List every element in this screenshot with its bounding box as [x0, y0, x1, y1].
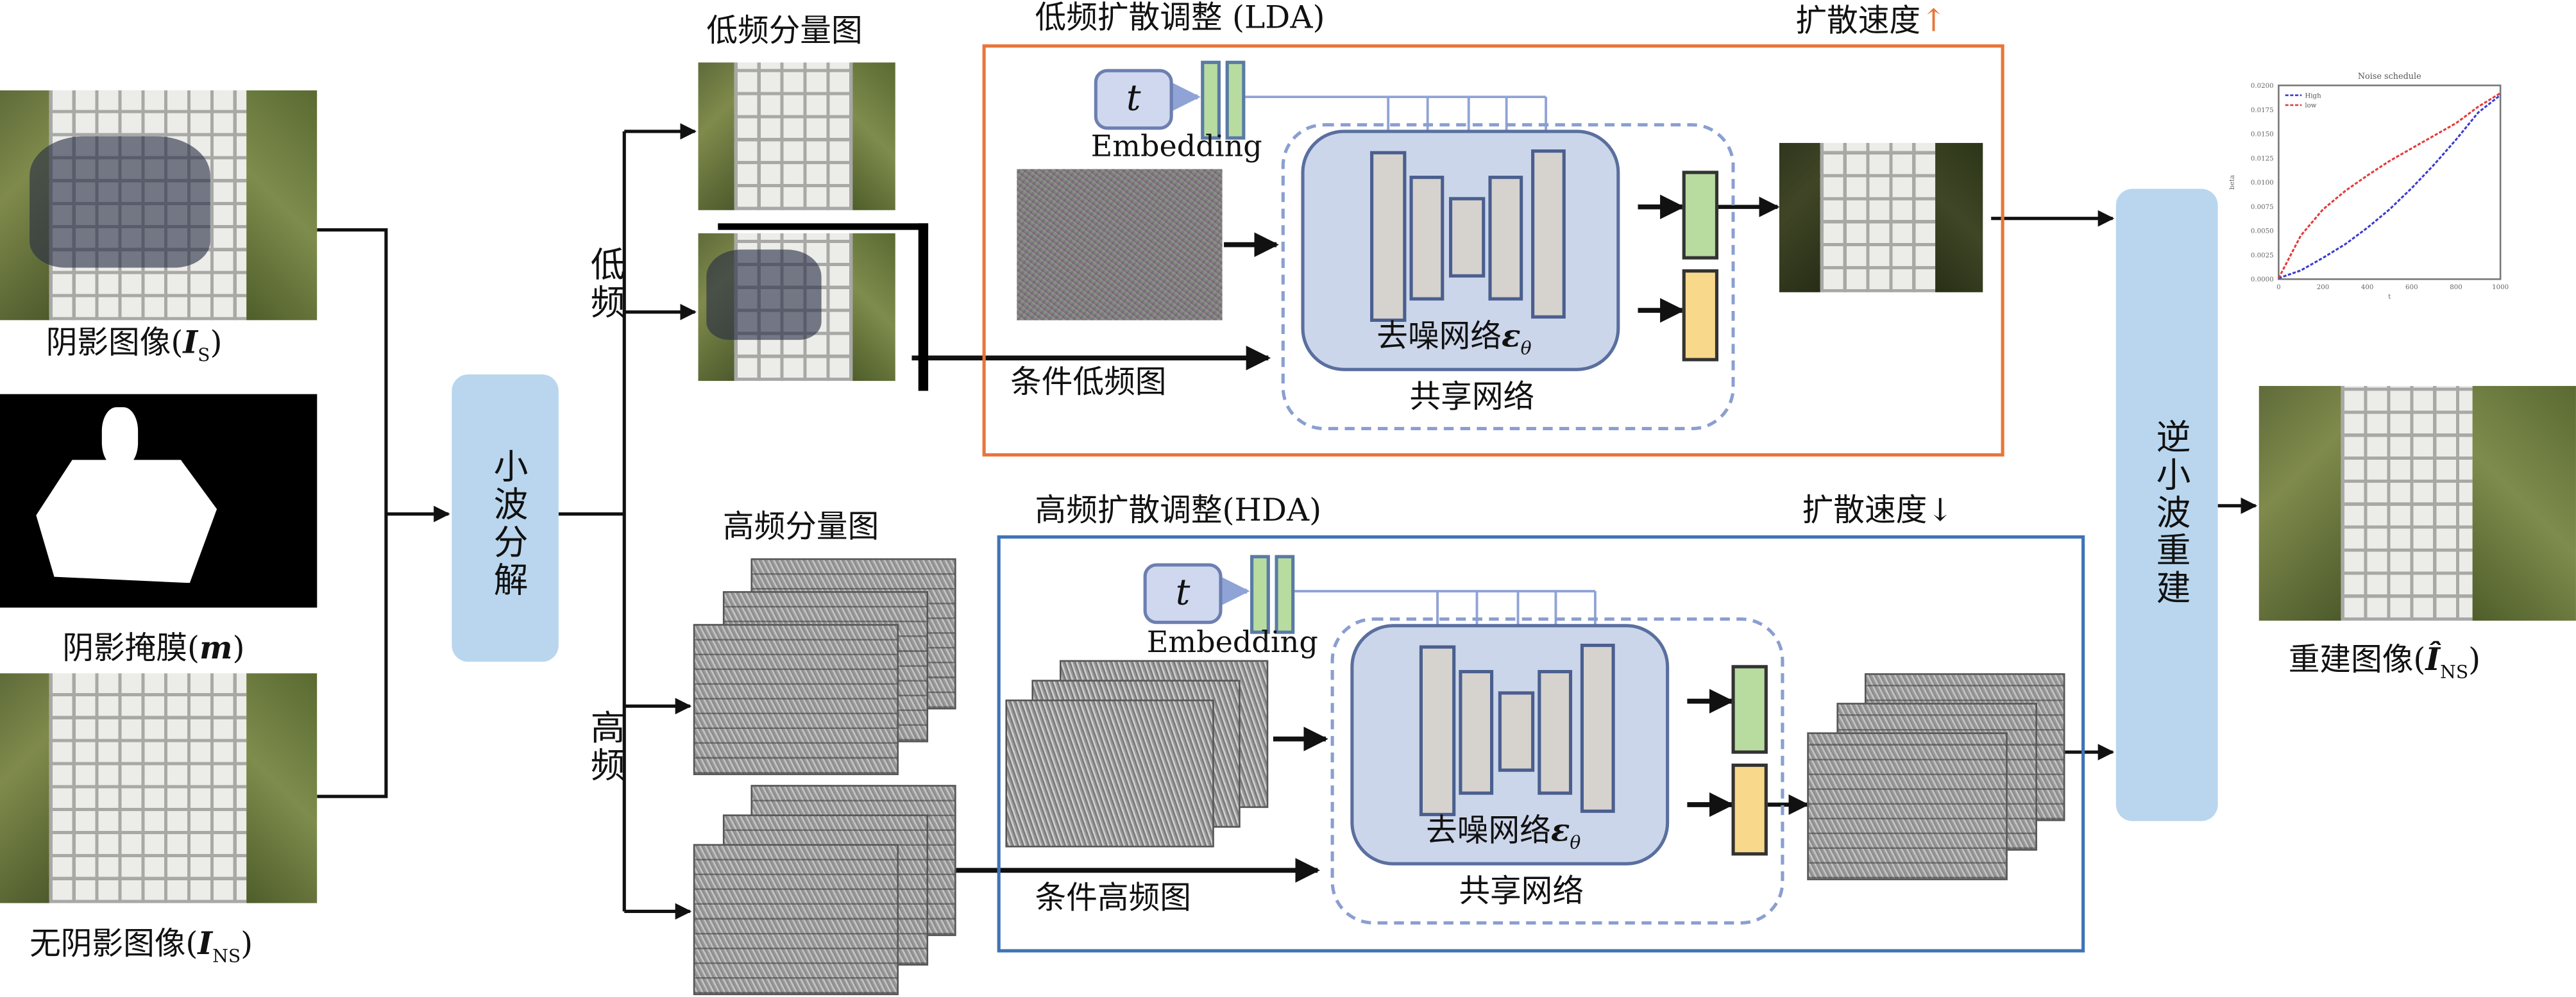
hda-denoise-label: 去噪网络εθ [1426, 812, 1581, 854]
inverse-wavelet-label: 逆小波重建 [2152, 419, 2192, 608]
lda-output-yellow-block [1682, 269, 1719, 362]
inverse-wavelet-block: 逆小波重建 [2115, 189, 2218, 821]
unet-layer [1459, 669, 1494, 795]
chart-plot-area [2278, 84, 2502, 280]
lda-denoise-label: 去噪网络εθ [1377, 318, 1532, 360]
unet-layer [1538, 669, 1573, 795]
lda-title: 低频扩散调整 (LDA) [1035, 0, 1325, 37]
high-frequency-component-image [693, 624, 899, 775]
shadow-image-label: 阴影图像(IS) [46, 325, 223, 366]
condition-high-frequency-image [693, 844, 899, 996]
reconstructed-image-label: 重建图像(ÎNS) [2288, 642, 2481, 683]
hda-shared-label: 共享网络 [1459, 873, 1584, 910]
unet-layer [1531, 149, 1566, 319]
unet-layer [1409, 176, 1445, 301]
legend-label: High [2305, 92, 2321, 99]
lda-output-green-block [1682, 171, 1719, 260]
shadow-image [0, 90, 318, 321]
noise-schedule-chart: Noise schedule 0.0000 0.0025 0.0050 0.0075 0.… [2228, 72, 2509, 301]
hda-shared-network-region [1330, 617, 1784, 925]
shadow-free-label: 无阴影图像(INS) [30, 926, 253, 968]
y-tick-label: 0.0050 [2251, 228, 2274, 235]
unet-layer [1580, 643, 1615, 813]
wavelet-decomposition-block: 小波分解 [452, 374, 559, 662]
unet-layer [1488, 176, 1523, 301]
shadow-free-image [0, 673, 318, 903]
condition-low-image-stack [718, 223, 929, 391]
x-tick-label: 400 [2361, 283, 2374, 291]
hda-title: 高频扩散调整(HDA) [1035, 492, 1322, 529]
lda-embedding-bar [1225, 60, 1246, 140]
speed-up-arrow-icon: ↑ [1920, 3, 1947, 40]
high-component-title: 高频分量图 [722, 508, 879, 546]
hda-timestep: t [1143, 563, 1223, 624]
low-component-title: 低频分量图 [706, 13, 863, 49]
lda-shared-network-region [1281, 123, 1735, 431]
hda-embedding-bar [1250, 555, 1270, 634]
lda-shared-label: 共享网络 [1409, 379, 1535, 415]
lda-output-image [1779, 142, 1983, 292]
input-connector [317, 228, 388, 798]
hda-output-image [1807, 732, 2008, 880]
y-axis-label: beta [2228, 175, 2236, 190]
low-frequency-component-image [698, 62, 895, 210]
lda-timestep: t [1094, 69, 1173, 130]
series-line-low [2278, 92, 2501, 279]
shadow-mask-label: 阴影掩膜(m) [62, 630, 245, 667]
shadow-mask-image [0, 394, 318, 608]
x-tick-label: 200 [2317, 283, 2330, 291]
unet-layer [1448, 197, 1486, 278]
lda-noisy-image [1017, 169, 1223, 321]
hda-speed-label: 扩散速度↓ [1802, 492, 1954, 529]
unet-layer [1370, 151, 1407, 322]
x-tick-label: 0 [2276, 283, 2281, 291]
hda-condition-label: 条件高频图 [1035, 880, 1191, 917]
lda-speed-label: 扩散速度↑ [1795, 3, 1947, 40]
speed-down-arrow-icon: ↓ [1927, 492, 1954, 529]
y-tick-label: 0.0100 [2251, 179, 2274, 187]
low-frequency-branch-label: 低频 [586, 246, 626, 322]
chart-title: Noise schedule [2358, 72, 2421, 81]
lda-embedding-bar [1201, 60, 1221, 140]
unet-layer [1498, 691, 1535, 772]
y-tick-label: 0.0150 [2251, 131, 2274, 138]
lda-embedding-label: Embedding [1090, 130, 1262, 165]
wavelet-decomposition-label: 小波分解 [489, 448, 529, 599]
legend-label: low [2305, 102, 2316, 110]
y-tick-label: 0.0075 [2251, 203, 2274, 211]
x-tick-label: 800 [2450, 283, 2462, 291]
y-tick-label: 0.0025 [2251, 251, 2274, 259]
hda-output-green-block [1731, 665, 1768, 754]
hda-module [997, 535, 2085, 953]
high-frequency-branch-label: 高频 [586, 709, 626, 785]
x-axis-label: t [2388, 293, 2391, 301]
condition-low-frequency-image [698, 233, 895, 381]
y-tick-label: 0.0175 [2251, 106, 2274, 114]
lda-condition-label: 条件低频图 [1010, 364, 1167, 401]
hda-embedding-label: Embedding [1146, 625, 1318, 660]
y-tick-label: 0.0000 [2251, 276, 2274, 283]
lda-module [982, 44, 2004, 457]
reconstructed-image [2258, 385, 2576, 621]
hda-embedding-bar [1275, 555, 1295, 634]
hda-output-yellow-block [1731, 763, 1768, 856]
hda-noisy-image [1005, 700, 1214, 848]
y-tick-label: 0.0200 [2251, 82, 2274, 90]
y-tick-label: 0.0125 [2251, 155, 2274, 162]
unet-layer [1419, 645, 1456, 816]
x-tick-label: 600 [2405, 283, 2418, 291]
series-line-high [2278, 94, 2502, 280]
x-tick-label: 1000 [2492, 283, 2509, 291]
